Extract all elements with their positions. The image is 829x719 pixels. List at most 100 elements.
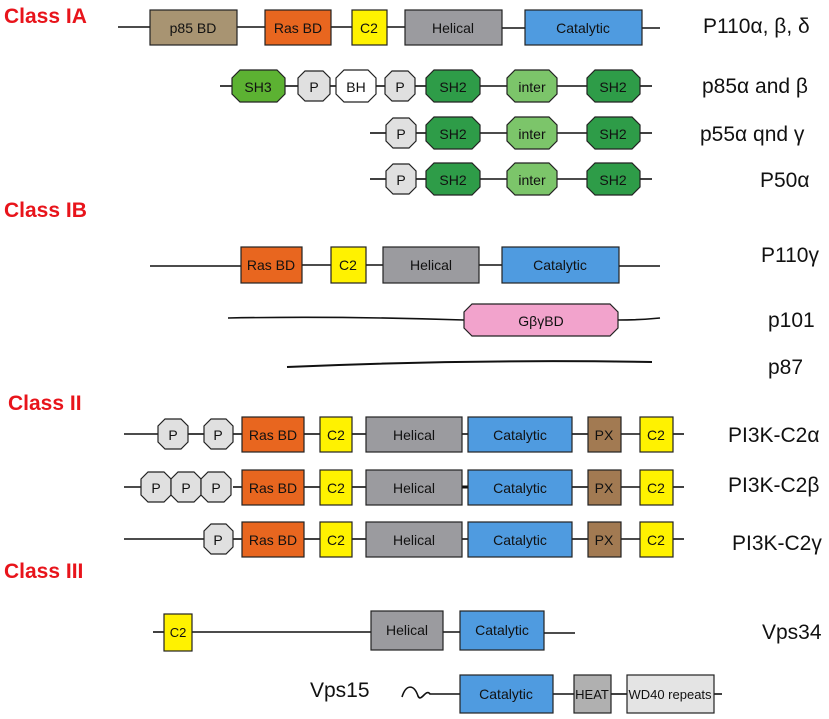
svg-text:BH: BH <box>346 79 365 95</box>
protein-label-p55: p55α qnd γ <box>700 123 805 146</box>
svg-text:SH2: SH2 <box>439 79 466 95</box>
svg-text:C2: C2 <box>170 625 187 640</box>
domain-c2: C2 <box>319 521 353 558</box>
domain-c2: C2 <box>319 416 353 453</box>
protein-label-p87: p87 <box>768 356 803 379</box>
class-ia-label: Class IA <box>4 5 87 28</box>
domain-rasbd: Ras BD <box>241 521 305 558</box>
svg-text:Ras BD: Ras BD <box>249 532 297 548</box>
protein-label-p50: P50α <box>760 169 810 192</box>
svg-text:GβγBD: GβγBD <box>518 313 563 329</box>
domain-c2: C2 <box>639 521 674 558</box>
svg-text:inter: inter <box>518 79 546 95</box>
svg-text:C2: C2 <box>327 480 345 496</box>
domain-c2: C2 <box>319 469 353 506</box>
domain-inter: inter <box>506 116 558 150</box>
class-ib-label: Class IB <box>4 199 87 222</box>
svg-text:Ras BD: Ras BD <box>249 480 297 496</box>
svg-text:PX: PX <box>595 532 614 548</box>
svg-text:P: P <box>168 427 177 443</box>
row-p50: P SH2 inter SH2 <box>370 162 652 196</box>
svg-text:Helical: Helical <box>393 532 435 548</box>
svg-text:Catalytic: Catalytic <box>475 622 529 638</box>
domain-heat: HEAT <box>573 674 612 714</box>
domain-catalytic: Catalytic <box>459 674 554 714</box>
protein-label-c2a: PI3K-C2α <box>728 424 820 447</box>
domain-p: P <box>203 523 234 555</box>
svg-text:C2: C2 <box>647 427 665 443</box>
protein-label-c2g: PI3K-C2γ <box>732 532 822 555</box>
svg-text:P: P <box>396 172 405 188</box>
svg-text:C2: C2 <box>360 20 378 36</box>
svg-text:SH2: SH2 <box>599 126 626 142</box>
svg-text:P: P <box>213 532 222 548</box>
svg-text:Ras BD: Ras BD <box>274 20 322 36</box>
domain-rasbd: Ras BD <box>241 469 305 506</box>
protein-label-c2b: PI3K-C2β <box>728 474 819 497</box>
svg-text:Catalytic: Catalytic <box>493 427 547 443</box>
svg-text:inter: inter <box>518 126 546 142</box>
svg-text:Ras BD: Ras BD <box>249 427 297 443</box>
svg-text:Catalytic: Catalytic <box>493 532 547 548</box>
domain-gbgbd: GβγBD <box>463 303 619 337</box>
domain-p: P <box>157 418 189 450</box>
row-vps34: C2 Helical Catalytic <box>153 610 575 652</box>
svg-text:Catalytic: Catalytic <box>556 20 610 36</box>
row-c2a: P P Ras BD C2 Helical Catalytic PX C2 <box>124 416 684 453</box>
domain-p: P <box>384 70 416 102</box>
svg-text:Ras BD: Ras BD <box>247 257 295 273</box>
domain-px: PX <box>587 416 622 453</box>
svg-text:Helical: Helical <box>393 427 435 443</box>
domain-helical: Helical <box>382 246 480 284</box>
svg-text:Helical: Helical <box>386 622 428 638</box>
svg-text:P: P <box>151 480 160 496</box>
svg-text:P: P <box>396 126 405 142</box>
domain-wd40: WD40 repeats <box>626 674 715 714</box>
svg-text:P: P <box>213 427 222 443</box>
svg-text:inter: inter <box>518 172 546 188</box>
class-ii-label: Class II <box>8 392 82 415</box>
domain-rasbd: Ras BD <box>264 9 332 46</box>
svg-text:SH2: SH2 <box>439 126 466 142</box>
domain-p: P <box>385 117 417 149</box>
svg-text:Catalytic: Catalytic <box>479 686 533 702</box>
svg-text:Helical: Helical <box>410 257 452 273</box>
svg-text:PX: PX <box>595 427 614 443</box>
domain-sh2: SH2 <box>586 69 641 103</box>
svg-text:SH2: SH2 <box>439 172 466 188</box>
row-c2b: P P P Ras BD C2 Helical Catalytic PX <box>124 469 684 506</box>
domain-p: P <box>170 471 202 503</box>
svg-text:Catalytic: Catalytic <box>533 257 587 273</box>
domain-p: P <box>200 471 232 503</box>
row-p110g: Ras BD C2 Helical Catalytic <box>150 246 660 284</box>
domain-helical: Helical <box>404 9 503 46</box>
svg-text:SH2: SH2 <box>599 79 626 95</box>
svg-text:Catalytic: Catalytic <box>493 480 547 496</box>
row-p85: SH3 P BH P SH2 inter SH2 <box>220 69 652 103</box>
domain-catalytic: Catalytic <box>467 521 573 558</box>
svg-text:P: P <box>181 480 190 496</box>
svg-text:C2: C2 <box>327 532 345 548</box>
domain-p85bd: p85 BD <box>149 9 238 46</box>
domain-sh2: SH2 <box>425 162 481 196</box>
domain-p: P <box>297 70 331 102</box>
domain-p: P <box>140 471 172 503</box>
domain-sh2: SH2 <box>586 162 641 196</box>
domain-px: PX <box>587 521 622 558</box>
row-p87 <box>286 360 653 368</box>
row-c2g: P Ras BD C2 Helical Catalytic PX C2 <box>124 521 684 558</box>
domain-sh2: SH2 <box>586 116 641 150</box>
domain-p: P <box>385 163 417 195</box>
svg-text:SH2: SH2 <box>599 172 626 188</box>
domain-rasbd: Ras BD <box>241 416 305 453</box>
domain-rasbd: Ras BD <box>240 246 303 284</box>
svg-text:p85 BD: p85 BD <box>170 20 217 36</box>
domain-sh3: SH3 <box>231 69 286 103</box>
svg-text:C2: C2 <box>647 480 665 496</box>
protein-label-vps34: Vps34 <box>762 621 822 644</box>
domain-bh: BH <box>335 69 377 103</box>
domain-sh2: SH2 <box>425 116 481 150</box>
svg-text:C2: C2 <box>327 427 345 443</box>
protein-label-p110g: P110γ <box>761 244 819 267</box>
domain-inter: inter <box>506 69 558 103</box>
